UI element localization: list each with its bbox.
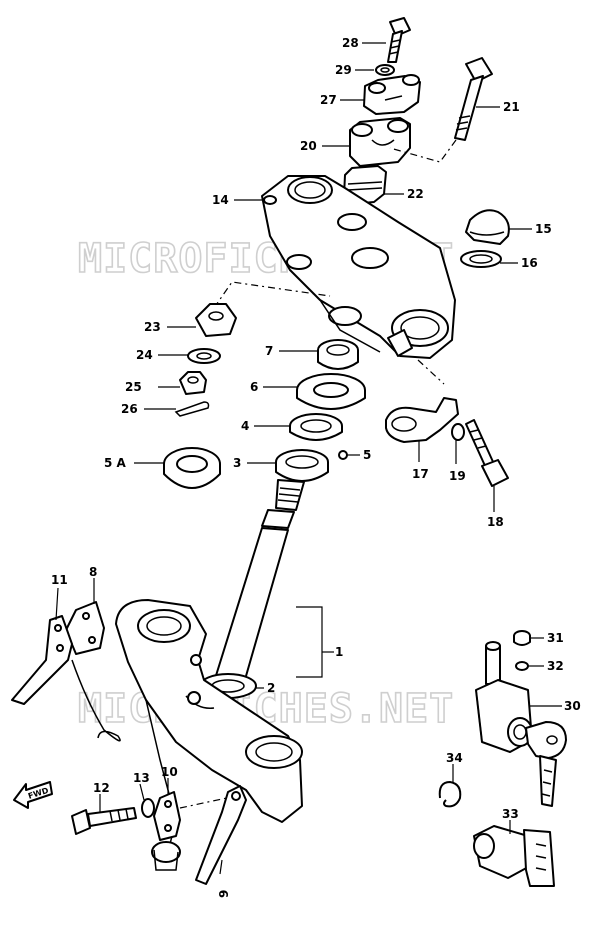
part-27-clamp-cap [363, 74, 421, 115]
callout-9: 9 [217, 890, 231, 898]
part-11-hose-bracket [11, 615, 121, 742]
callout-3: 3 [233, 456, 241, 470]
part-15-cap [465, 209, 510, 245]
part-5-ball [338, 450, 348, 460]
callout-31: 31 [547, 631, 564, 645]
part-33-ignition-cylinder [473, 825, 555, 887]
part-4-bearing-race [289, 413, 343, 441]
callout-19: 19 [449, 469, 466, 483]
part-30-steering-lock [475, 641, 533, 753]
callout-15: 15 [535, 222, 552, 236]
part-7-adjusting-nut [317, 339, 359, 370]
part-17-clamp [385, 359, 459, 443]
part-12-bolt [71, 807, 137, 835]
part-14-upper-bracket [261, 175, 456, 359]
callout-8: 8 [89, 565, 97, 579]
callout-6: 6 [250, 380, 258, 394]
callout-16: 16 [521, 256, 538, 270]
callout-22: 22 [407, 187, 424, 201]
part-9-long-bracket [195, 785, 247, 885]
fwd-arrow: FWD [13, 781, 53, 809]
callout-28: 28 [342, 36, 359, 50]
callout-18: 18 [487, 515, 504, 529]
part-25-nut [179, 371, 207, 395]
callout-11: 11 [51, 573, 68, 587]
callout-labels: 28 29 27 21 20 22 14 15 16 23 7 24 6 25 … [51, 36, 581, 898]
callout-32: 32 [547, 659, 564, 673]
part-6-dust-seal [296, 373, 366, 410]
callout-12: 12 [93, 781, 110, 795]
callout-25: 25 [125, 380, 142, 394]
callout-17: 17 [412, 467, 429, 481]
part-21-long-bolt [454, 57, 493, 141]
callout-33: 33 [502, 807, 519, 821]
part-13-washer [141, 798, 155, 818]
part-31-screw [513, 630, 531, 646]
part-5a-seal [163, 447, 221, 489]
part-34-circlip [438, 781, 462, 808]
callout-26: 26 [121, 402, 138, 416]
leader-lines [55, 42, 562, 875]
part-20-handlebar-holder [349, 117, 411, 167]
part-18-bolt [465, 419, 509, 487]
callout-20: 20 [300, 139, 317, 153]
callout-21: 21 [503, 100, 520, 114]
callout-5: 5 [363, 448, 371, 462]
callout-10: 10 [161, 765, 178, 779]
part-24-washer [187, 348, 221, 364]
part-32-washer [515, 661, 529, 671]
callout-4: 4 [241, 419, 249, 433]
part-10-bracket [153, 791, 181, 841]
callout-14: 14 [212, 193, 229, 207]
part-29-washer [375, 64, 395, 76]
part-23-stem-nut [195, 303, 237, 337]
callout-13: 13 [133, 771, 150, 785]
callout-27: 27 [320, 93, 337, 107]
part-3-lower-bearing [275, 449, 329, 482]
callout-1: 1 [335, 645, 343, 659]
part-key [525, 721, 567, 807]
part-19-washer [451, 423, 465, 441]
part-16-washer [460, 250, 502, 268]
callout-5a: 5 A [104, 456, 127, 470]
callout-29: 29 [335, 63, 352, 77]
callout-24: 24 [136, 348, 153, 362]
callout-30: 30 [564, 699, 581, 713]
part-26-cotter-pin [174, 401, 210, 417]
callout-7: 7 [265, 344, 273, 358]
part-1-steering-stem [205, 479, 305, 698]
part-28-bolt [387, 17, 411, 63]
callout-34: 34 [446, 751, 463, 765]
part-lower-bracket [115, 599, 303, 871]
callout-23: 23 [144, 320, 161, 334]
callout-2: 2 [267, 681, 275, 695]
